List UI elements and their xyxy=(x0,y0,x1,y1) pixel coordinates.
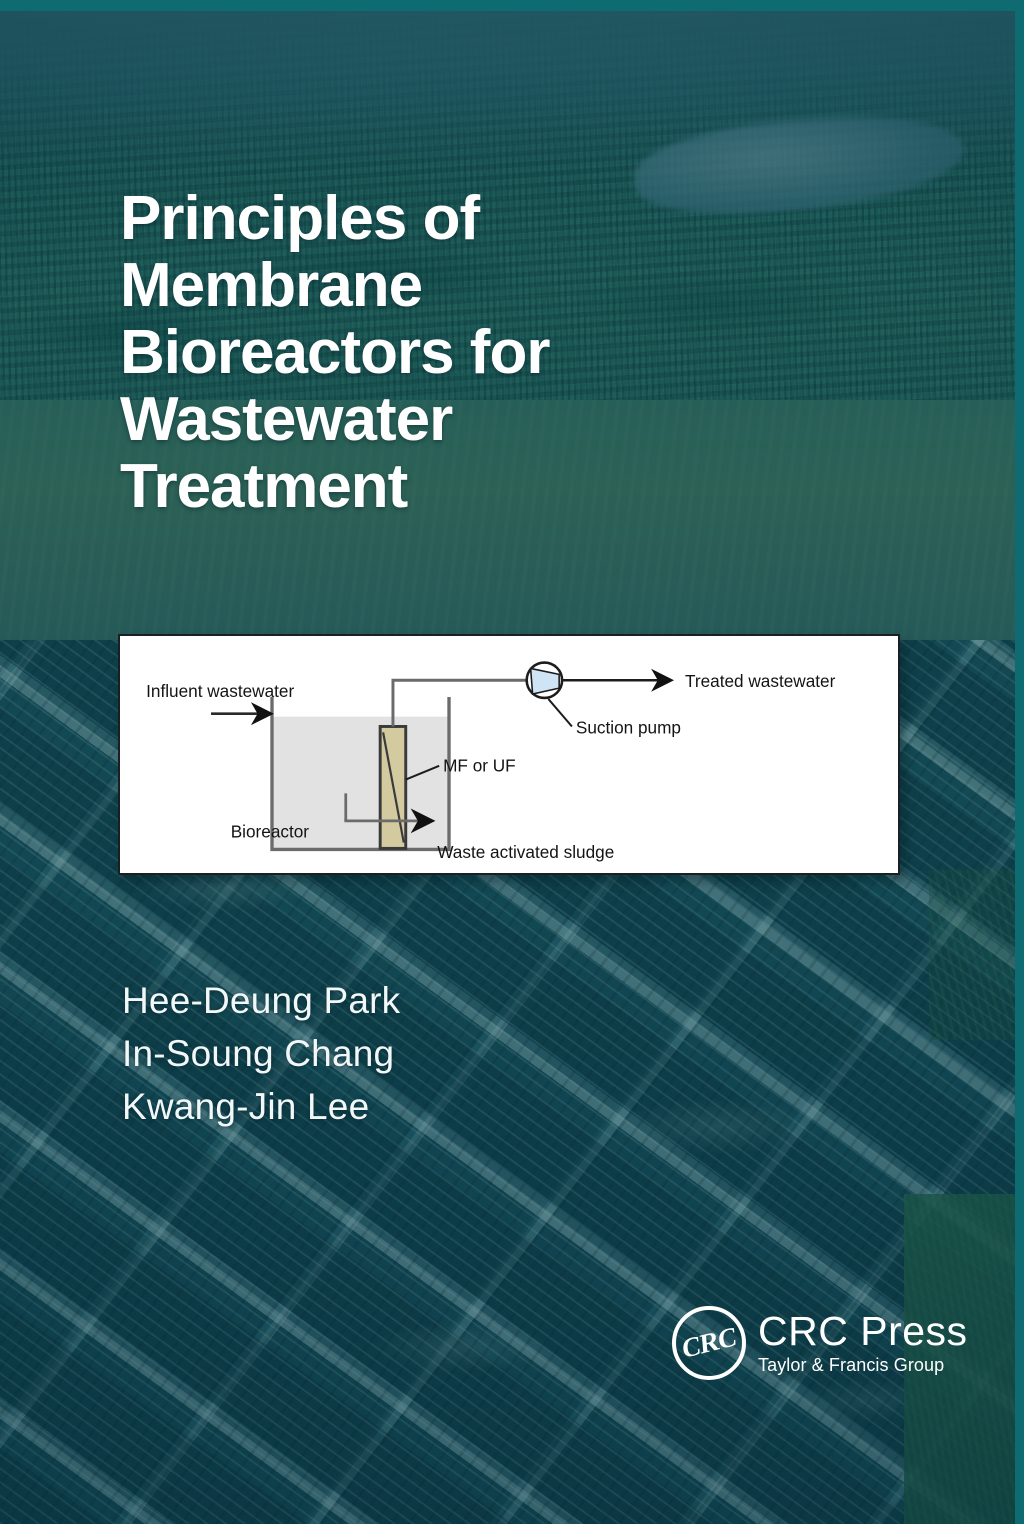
suction-pump-impeller xyxy=(529,667,560,695)
publisher-wordmark: CRC Press Taylor & Francis Group xyxy=(758,1308,968,1376)
diagram-svg: Influent wastewater Bioreactor MF or UF … xyxy=(146,661,836,862)
grass-strip xyxy=(929,870,1024,1040)
pump-label-leader xyxy=(547,698,573,728)
permeate-pipe xyxy=(391,678,530,727)
book-title: Principles of Membrane Bioreactors for W… xyxy=(120,184,820,521)
author-1: Hee-Deung Park xyxy=(122,980,401,1021)
influent-label: Influent wastewater xyxy=(146,681,294,701)
right-frame-strip xyxy=(1015,0,1024,1524)
sludge-label: Waste activated sludge xyxy=(437,842,614,862)
author-list: Hee-Deung Park In-Soung Chang Kwang-Jin … xyxy=(122,975,400,1134)
publisher-imprint: Taylor & Francis Group xyxy=(758,1355,945,1376)
publisher-name: CRC Press xyxy=(758,1308,968,1355)
crc-press-logo: CRC CRC Press Taylor & Francis Group xyxy=(672,1306,968,1380)
top-frame-strip xyxy=(0,0,1024,11)
title-line-2: Membrane xyxy=(120,250,423,320)
crc-monogram: CRC xyxy=(680,1320,738,1365)
pump-label: Suction pump xyxy=(576,717,681,737)
membrane-label-leader xyxy=(405,764,440,781)
bioreactor-tank-outline xyxy=(270,696,451,852)
bioreactor-label: Bioreactor xyxy=(231,822,310,842)
title-line-3: Bioreactors for xyxy=(120,317,550,387)
title-line-5: Treatment xyxy=(120,451,408,521)
grass-strip xyxy=(904,1194,1024,1524)
author-2: In-Soung Chang xyxy=(122,1032,395,1074)
membrane-label: MF or UF xyxy=(443,756,516,776)
title-line-1: Principles of xyxy=(120,184,480,253)
mbr-process-diagram: Influent wastewater Bioreactor MF or UF … xyxy=(118,634,900,875)
membrane-diagonal-line xyxy=(382,732,405,843)
title-line-4: Wastewater xyxy=(120,384,453,454)
author-3: Kwang-Jin Lee xyxy=(122,1085,370,1127)
crc-roundel-icon: CRC xyxy=(672,1306,746,1380)
treated-label: Treated wastewater xyxy=(685,671,836,691)
